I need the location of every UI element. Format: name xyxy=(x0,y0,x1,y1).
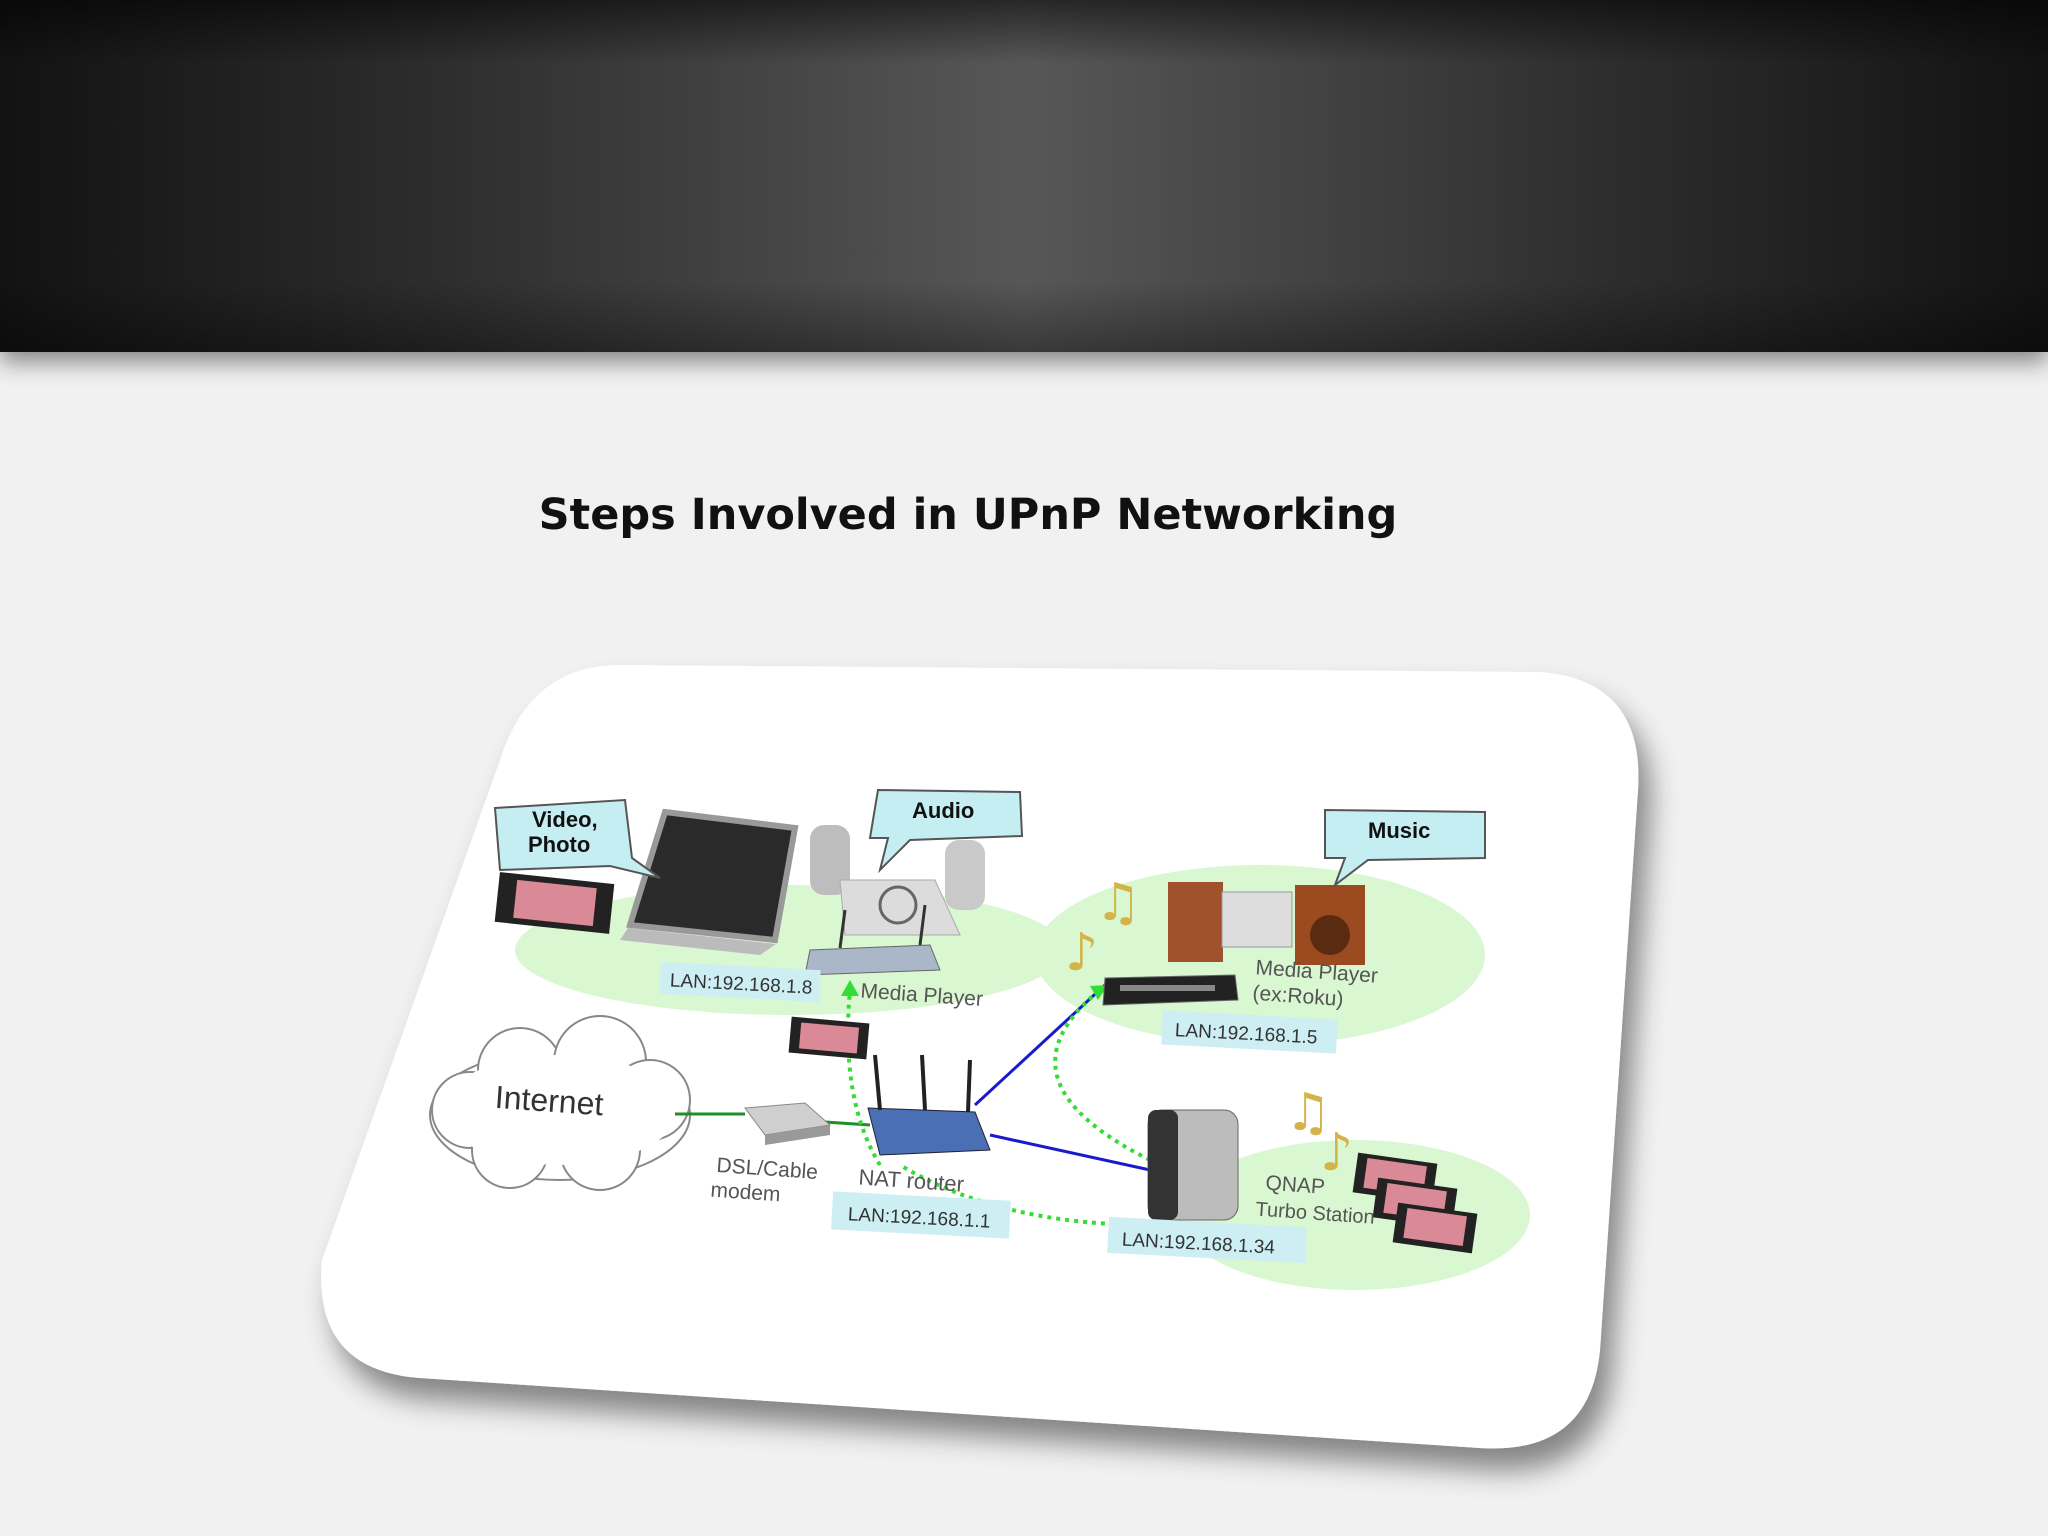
dsl-modem-icon xyxy=(744,1102,832,1145)
internet-label: Internet xyxy=(494,1079,605,1122)
bubble-video-photo: Video, Photo xyxy=(493,798,661,879)
film-strip-icon xyxy=(494,872,615,934)
link-modem-router xyxy=(824,1120,871,1127)
header-bar xyxy=(0,0,2048,352)
bubble-video-text: Video, xyxy=(532,807,598,832)
stream-path-to-left-player xyxy=(846,989,882,1167)
bubble-music-text: Music xyxy=(1368,818,1430,843)
nat-router-icon xyxy=(867,1054,991,1156)
stereo-system-icon xyxy=(1168,882,1365,965)
audio-speakers-icon xyxy=(810,825,985,936)
lan-label-left-player: LAN:192.168.1.8 xyxy=(659,961,821,1003)
slide-title: Steps Involved in UPnP Networking xyxy=(538,490,1398,540)
link-router-nas xyxy=(989,1133,1151,1172)
svg-text:♪: ♪ xyxy=(1320,1123,1353,1183)
stream-arrow-up xyxy=(841,980,859,996)
film-strips-nas-icon xyxy=(1352,1152,1478,1254)
qnap-nas-icon xyxy=(1147,1109,1239,1221)
svg-text:♪: ♪ xyxy=(1065,923,1098,983)
media-player-left-icon xyxy=(804,904,941,976)
svg-text:♫: ♫ xyxy=(1095,873,1142,933)
music-note-icons: ♫ ♪ ♫ ♪ xyxy=(1065,873,1353,1183)
lan-label-roku: LAN:192.168.1.5 xyxy=(1161,1010,1338,1054)
film-strip-router-icon xyxy=(788,1016,870,1060)
bubble-audio: Audio xyxy=(868,788,1024,874)
bubble-photo-text: Photo xyxy=(528,832,590,857)
stream-path-to-roku xyxy=(1053,988,1151,1162)
bubble-audio-text: Audio xyxy=(912,798,974,823)
lan-label-nas: LAN:192.168.1.34 xyxy=(1107,1216,1307,1264)
roku-player-icon xyxy=(1102,974,1239,1006)
tv-icon xyxy=(620,808,799,955)
modem-label-line2: modem xyxy=(710,1179,781,1207)
nas-label-line1: QNAP xyxy=(1265,1172,1326,1199)
stream-arrow-roku xyxy=(1090,985,1108,1000)
lan-label-router: LAN:192.168.1.1 xyxy=(831,1191,1011,1239)
svg-text:♫: ♫ xyxy=(1285,1083,1332,1143)
bubble-music: Music xyxy=(1324,808,1486,888)
